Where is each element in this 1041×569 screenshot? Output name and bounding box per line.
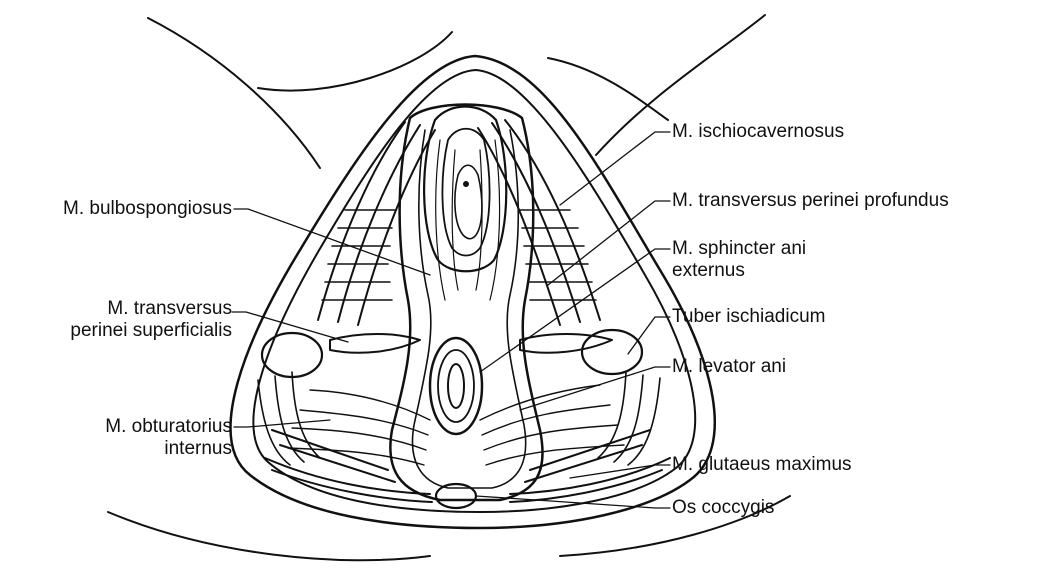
label-tuber-ischiadicum: Tuber ischiadicum	[672, 306, 825, 328]
obturatorius-right	[598, 372, 660, 465]
anus	[448, 364, 464, 408]
vaginal-opening	[455, 165, 482, 239]
buttock-contour-left	[108, 512, 430, 560]
label-transversus-superficialis: M. transversus perinei superficialis	[0, 298, 232, 342]
obturatorius-left	[258, 372, 320, 465]
label-obturatorius: M. obturatorius internus	[0, 416, 232, 460]
thigh-contour-left	[148, 18, 320, 168]
label-glutaeus: M. glutaeus maximus	[672, 454, 852, 476]
label-bulbospongiosus: M. bulbospongiosus	[0, 198, 232, 220]
leader-levator-ani	[520, 367, 670, 410]
label-levator-ani: M. levator ani	[672, 356, 786, 378]
label-coccygis: Os coccygis	[672, 497, 774, 519]
leader-transversus-superficialis	[232, 312, 348, 342]
leader-coccygis	[476, 496, 670, 508]
bulbospongiosus-fibres	[436, 140, 500, 300]
urethral-orifice	[463, 181, 469, 187]
skin-outline	[231, 56, 715, 528]
tuber-ischiadicum-left	[262, 333, 322, 377]
label-sphincter-ani: M. sphincter ani externus	[672, 238, 806, 282]
transversus-superficialis-left	[330, 334, 420, 353]
label-ischiocavernosus: M. ischiocavernosus	[672, 121, 844, 143]
tuber-ischiadicum-right	[582, 330, 642, 374]
label-transversus-profundus: M. transversus perinei profundus	[672, 190, 949, 212]
pelvic-wall-left	[272, 430, 395, 482]
transversus-profundus-striations	[322, 210, 596, 300]
leader-tuber-ischiadicum	[628, 317, 670, 354]
transversus-superficialis-right	[520, 334, 612, 353]
sphincter-ani-mid	[438, 350, 474, 422]
